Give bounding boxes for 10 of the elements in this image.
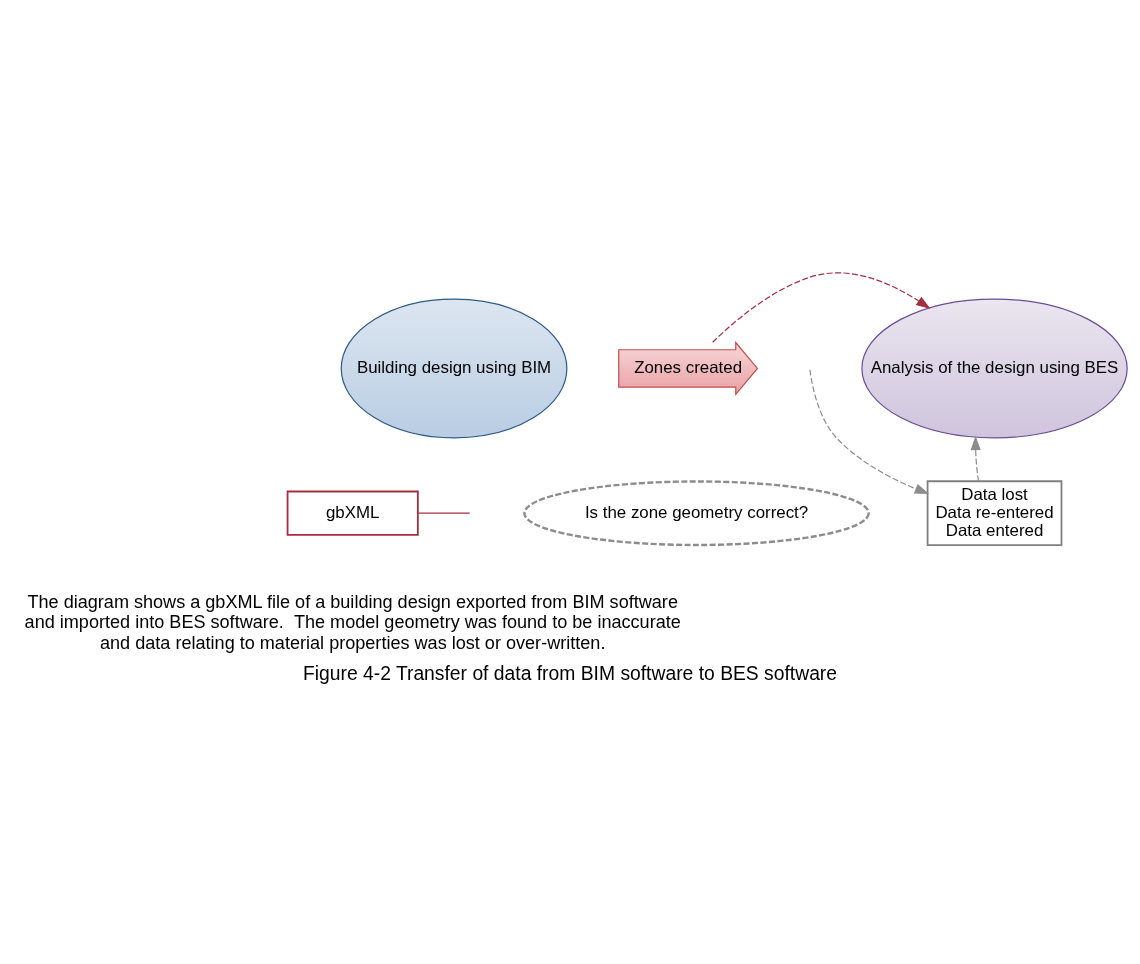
arrow: [809, 369, 930, 495]
label: The diagram shows a gbXML file of a building design exported from BIM software and imported into BES software. The model geometry was found to be inaccurate and data relating to material properties was lost or over-written.: [24, 591, 681, 653]
arrow: [712, 272, 931, 343]
node-ellipse: Is the zone geometry correct?: [523, 480, 870, 547]
node-box: gbXML: [286, 490, 419, 536]
arrow: [970, 435, 981, 482]
node-box: Data lost Data re-entered Data entered: [926, 480, 1063, 547]
caption: Figure 4-2 Transfer of data from BIM software to BES software: [302, 663, 838, 685]
node-ellipse: Building design using BIM: [340, 298, 568, 439]
connector: [417, 512, 471, 514]
